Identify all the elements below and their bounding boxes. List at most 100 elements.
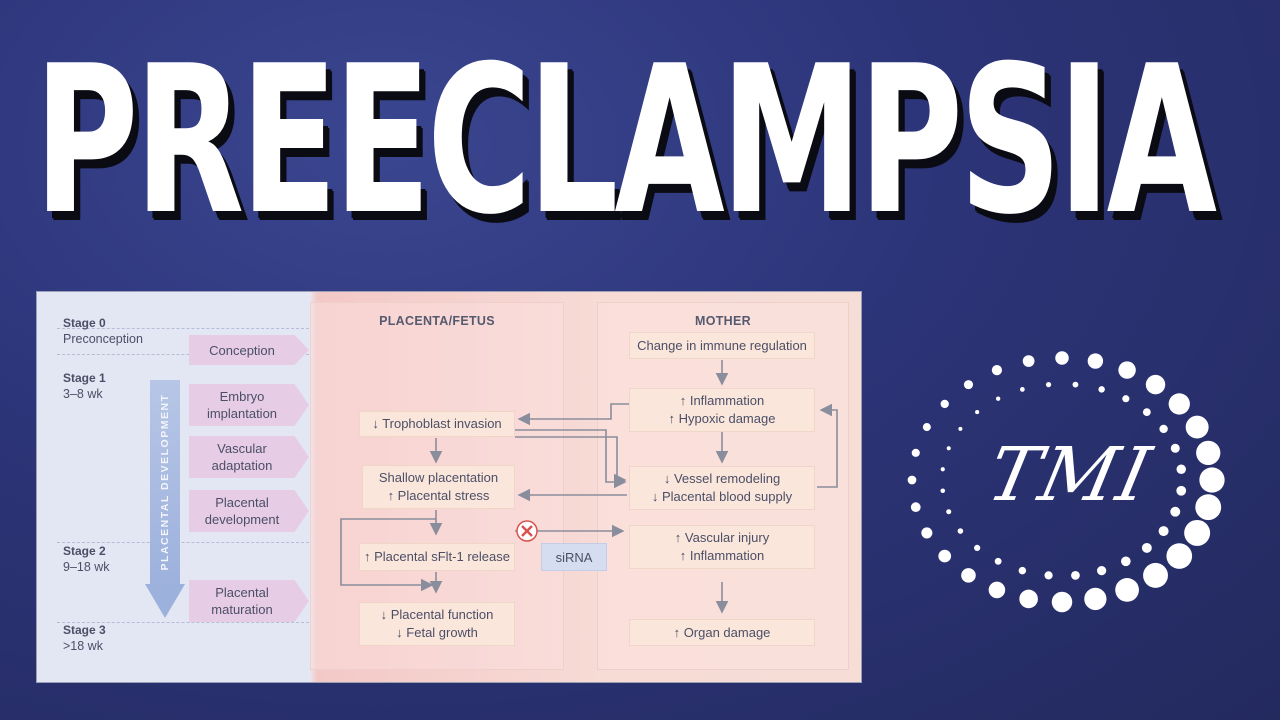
vascular-injury-box: ↑ Vascular injury ↑ Inflammation bbox=[629, 525, 815, 569]
logo-dot bbox=[1019, 387, 1025, 392]
logo-dot bbox=[1097, 565, 1107, 576]
logo-dot bbox=[957, 528, 964, 534]
stage-1-range: 3–8 wk bbox=[63, 387, 103, 401]
stage-divider bbox=[57, 542, 309, 543]
placenta-header: PLACENTA/FETUS bbox=[379, 314, 495, 328]
inflammation-text-2: ↑ Hypoxic damage bbox=[668, 411, 776, 426]
logo-dot bbox=[1084, 587, 1107, 611]
stage-2-range: 9–18 wk bbox=[63, 560, 110, 574]
logo-dot bbox=[1176, 485, 1187, 496]
logo-dot bbox=[1143, 562, 1168, 588]
event-placental-maturation: Placental maturation bbox=[189, 580, 309, 622]
logo-dot bbox=[1166, 543, 1193, 569]
mother-header: MOTHER bbox=[695, 314, 751, 328]
sirna-box: siRNA bbox=[541, 543, 607, 571]
tmi-logo-text: TMI bbox=[980, 432, 1160, 518]
logo-dot bbox=[907, 475, 917, 485]
logo-dot bbox=[910, 502, 921, 512]
organ-damage-box: ↑ Organ damage bbox=[629, 619, 815, 646]
development-arrow bbox=[150, 380, 180, 586]
shallow-text-1: Shallow placentation bbox=[378, 470, 499, 485]
event-placental-development: Placental development bbox=[189, 490, 309, 532]
logo-dot bbox=[1185, 415, 1209, 439]
function-text-2: ↓ Fetal growth bbox=[396, 625, 478, 640]
vascular-text-2: ↑ Inflammation bbox=[679, 548, 765, 563]
logo-dot bbox=[1022, 355, 1035, 367]
logo-dot bbox=[1142, 408, 1151, 417]
logo-dot bbox=[1158, 526, 1169, 537]
stage-1-label: Stage 1 bbox=[63, 371, 106, 385]
sflt-box: ↑ Placental sFlt-1 release bbox=[359, 543, 515, 571]
logo-dot bbox=[988, 581, 1006, 599]
logo-dot bbox=[1072, 381, 1079, 388]
flow-arrows bbox=[340, 360, 838, 614]
stage-2-label: Stage 2 bbox=[63, 544, 106, 558]
logo-dot bbox=[911, 448, 920, 457]
logo-dot bbox=[1122, 395, 1130, 403]
logo-dot bbox=[1141, 542, 1152, 553]
pathophysiology-diagram: Stage 0 Preconception Stage 1 3–8 wk Sta… bbox=[36, 291, 862, 683]
logo-dot bbox=[946, 509, 952, 515]
stage-divider bbox=[57, 354, 309, 355]
logo-dot bbox=[994, 557, 1002, 565]
logo-dot bbox=[1176, 464, 1186, 474]
logo-dot bbox=[961, 568, 976, 583]
page-title: PREECLAMPSIA bbox=[34, 23, 1217, 260]
vessel-text-2: ↓ Placental blood supply bbox=[651, 489, 793, 504]
sflt-text: ↑ Placental sFlt-1 release bbox=[364, 549, 510, 564]
immune-box: Change in immune regulation bbox=[629, 332, 815, 359]
logo-dot bbox=[974, 544, 981, 551]
stage-0-range: Preconception bbox=[63, 332, 143, 346]
logo-dot bbox=[1145, 374, 1166, 395]
logo-dot bbox=[1170, 443, 1180, 453]
logo-dot bbox=[940, 399, 949, 409]
stage-3-range: >18 wk bbox=[63, 639, 103, 653]
event-embryo-implantation: Embryo implantation bbox=[189, 384, 309, 426]
tmi-logo-dots bbox=[907, 351, 1225, 613]
inflammation-box: ↑ Inflammation ↑ Hypoxic damage bbox=[629, 388, 815, 432]
logo-dot bbox=[1045, 381, 1052, 388]
function-text-1: ↓ Placental function bbox=[380, 607, 494, 622]
logo-dot bbox=[958, 426, 963, 431]
logo-dot bbox=[1199, 467, 1225, 493]
event-conception: Conception bbox=[189, 335, 309, 365]
event-vascular-adaptation: Vascular adaptation bbox=[189, 436, 309, 478]
logo-dot bbox=[940, 467, 945, 472]
logo-dot bbox=[1168, 393, 1190, 415]
immune-text: Change in immune regulation bbox=[637, 337, 807, 353]
stage-divider bbox=[57, 328, 309, 329]
stage-3-label: Stage 3 bbox=[63, 623, 106, 637]
logo-dot bbox=[1071, 571, 1080, 580]
logo-dot bbox=[1051, 591, 1073, 613]
logo-dot bbox=[940, 488, 946, 494]
stage-divider bbox=[57, 622, 309, 623]
logo-dot bbox=[1018, 566, 1027, 575]
logo-dot bbox=[1055, 351, 1069, 365]
logo-dot bbox=[1115, 578, 1139, 602]
development-arrow-head bbox=[145, 584, 185, 618]
logo-dot bbox=[1121, 556, 1131, 567]
vessel-text-1: ↓ Vessel remodeling bbox=[663, 471, 781, 486]
logo-dot bbox=[1087, 353, 1104, 369]
logo-dot bbox=[1170, 506, 1181, 517]
logo-dot bbox=[1159, 424, 1168, 434]
logo-dot bbox=[975, 410, 980, 415]
shallow-text-2: ↑ Placental stress bbox=[387, 488, 490, 503]
logo-dot bbox=[946, 446, 951, 451]
logo-dot bbox=[921, 527, 933, 539]
logo-dot bbox=[1118, 361, 1136, 379]
organ-text: ↑ Organ damage bbox=[673, 624, 771, 640]
logo-dot bbox=[1195, 494, 1222, 521]
vessel-remodeling-box: ↓ Vessel remodeling ↓ Placental blood su… bbox=[629, 466, 815, 510]
logo-dot bbox=[963, 380, 974, 390]
logo-dot bbox=[1196, 440, 1221, 466]
logo-dot bbox=[938, 549, 952, 563]
placental-function-box: ↓ Placental function ↓ Fetal growth bbox=[359, 602, 515, 646]
logo-dot bbox=[991, 364, 1003, 376]
logo-dot bbox=[1098, 386, 1105, 393]
trophoblast-box: ↓ Trophoblast invasion bbox=[359, 411, 515, 437]
logo-dot bbox=[1019, 589, 1038, 609]
vascular-text-1: ↑ Vascular injury bbox=[674, 530, 770, 545]
trophoblast-text: ↓ Trophoblast invasion bbox=[372, 416, 502, 431]
logo-dot bbox=[995, 396, 1001, 401]
